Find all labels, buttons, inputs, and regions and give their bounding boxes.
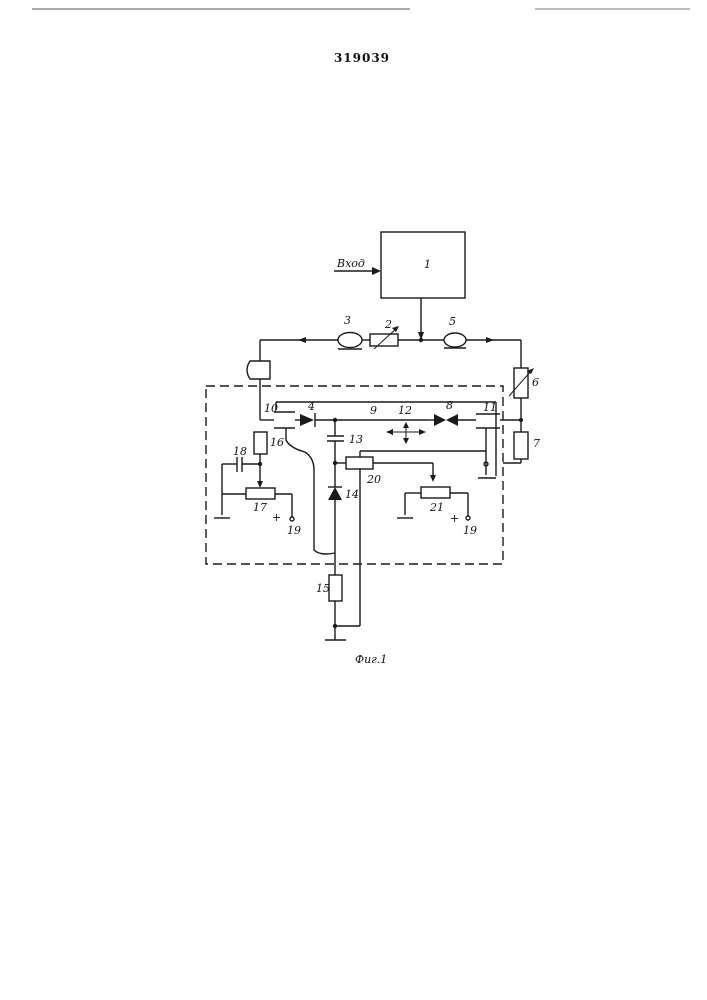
resistor-16 [254,432,267,454]
patent-number: 319039 [334,51,390,65]
label-21: 21 [429,501,444,514]
label-2: 2 [384,318,392,331]
potentiometer-21 [421,487,450,498]
label-9: 9 [370,404,377,417]
element-8 [434,414,446,426]
element-7 [514,432,528,459]
dashed-enclosure [206,386,503,564]
plus-sign-left: + [272,511,281,524]
element-horn [247,361,270,379]
block-1 [381,232,465,298]
label-7: 7 [533,437,540,450]
label-10: 10 [264,402,278,415]
resistor-15 [329,575,342,601]
label-14: 14 [345,488,359,501]
input-arrowhead [372,267,381,275]
label-4: 4 [307,400,315,413]
element-20 [346,457,373,469]
input-label: Вход [336,257,365,270]
label-12: 12 [398,404,412,417]
label-3: 3 [344,314,351,327]
diode-4 [300,414,314,426]
label-11: 11 [483,401,497,414]
label-1: 1 [424,258,431,271]
label-13: 13 [349,433,363,446]
main-line-arrow [298,337,306,343]
label-19-left: 19 [287,524,301,537]
label-17: 17 [253,501,267,514]
label-5: 5 [449,315,456,328]
element-5 [444,333,466,347]
potentiometer-17 [246,488,275,499]
label-18: 18 [233,445,247,458]
label-20: 20 [366,473,381,486]
label-19-right: 19 [463,524,477,537]
label-16: 16 [270,436,284,449]
figure-caption: Фиг.1 [355,653,387,666]
element-3 [338,333,362,348]
label-8: 8 [446,399,453,412]
label-15: 15 [316,582,330,595]
diode-14 [328,487,342,500]
plus-sign-right: + [450,512,459,525]
label-6: 6 [532,376,539,389]
junction-main [419,338,423,342]
